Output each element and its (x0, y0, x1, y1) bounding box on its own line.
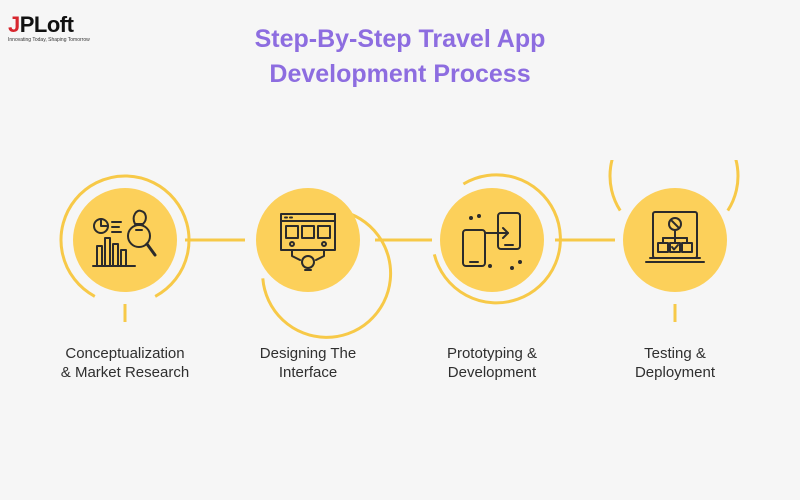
step-1-label: Conceptualization & Market Research (35, 344, 215, 382)
process-diagram (59, 160, 740, 339)
step-4 (608, 160, 740, 322)
title-line-1: Step-By-Step Travel App (254, 25, 546, 53)
step-1-label-line-2: & Market Research (60, 364, 190, 381)
step-2-circle (256, 188, 360, 292)
title-line-2: Development Process (269, 60, 531, 88)
deployment-icon (645, 211, 705, 263)
prototype-icon (462, 212, 522, 270)
brand-logo: JPLoft Innovating Today, Shaping Tomorro… (8, 12, 98, 44)
step-3-ring (432, 173, 562, 305)
step-2-ring (261, 209, 393, 339)
step-1-circle (73, 188, 177, 292)
step-2-label-line-1: Designing The (259, 345, 357, 362)
step-3-label-line-2: Development (447, 364, 537, 381)
step-1 (59, 174, 191, 322)
step-4-ring (608, 160, 740, 212)
step-3-label-line-1: Prototyping & (446, 345, 538, 362)
logo-tagline: Innovating Today, Shaping Tomorrow (8, 37, 90, 43)
interface-design-icon (280, 213, 336, 271)
step-4-label: Testing & Deployment (585, 344, 765, 382)
step-3-label: Prototyping & Development (402, 344, 582, 382)
logo-wordmark: JPLoft (8, 12, 74, 37)
step-2-label-line-2: Interface (278, 364, 338, 381)
step-4-label-line-1: Testing & (644, 345, 706, 362)
research-icon (92, 209, 157, 267)
step-2-label: Designing The Interface (218, 344, 398, 382)
step-4-label-line-2: Deployment (634, 364, 716, 381)
step-2 (256, 188, 393, 339)
step-3 (432, 173, 562, 305)
step-3-circle (440, 188, 544, 292)
step-1-ring (59, 174, 191, 298)
step-1-label-line-1: Conceptualization (65, 345, 185, 362)
page-title: Step-By-Step Travel App Development Proc… (0, 22, 800, 92)
